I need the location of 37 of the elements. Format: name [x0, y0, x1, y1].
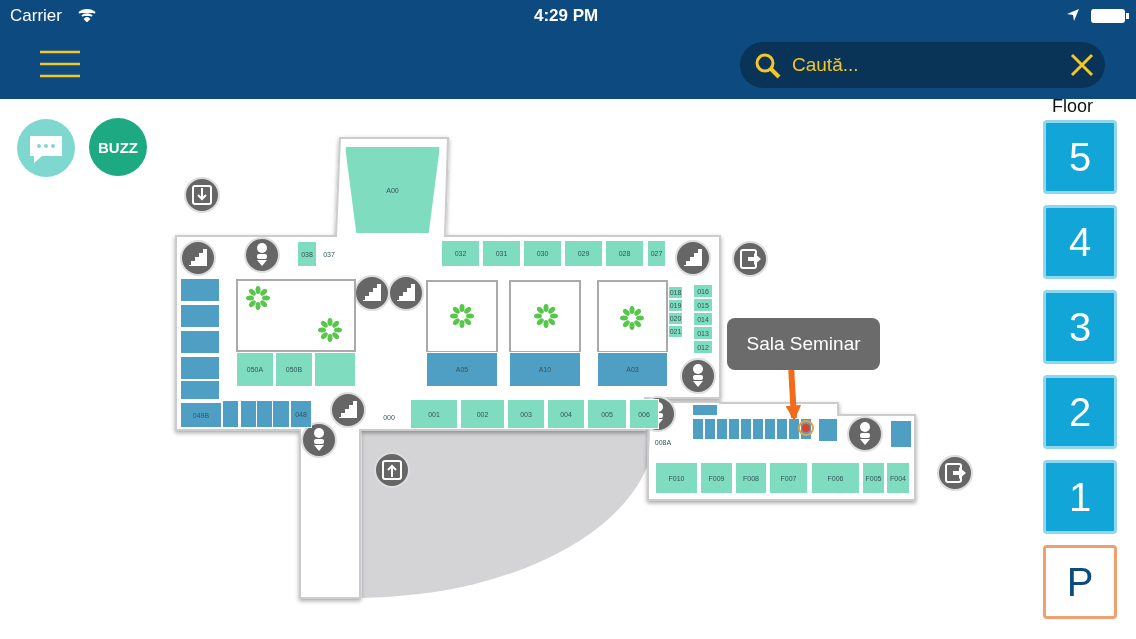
- shop-unit: [704, 418, 716, 440]
- planter-box: [597, 280, 668, 353]
- shop-unit: [728, 418, 740, 440]
- pointer-arrow: [785, 369, 802, 422]
- floor-button: P: [1043, 545, 1117, 619]
- floor-button: 2: [1043, 375, 1117, 449]
- shop-unit: [272, 400, 290, 428]
- shop-unit: [222, 400, 239, 428]
- floor-button: 4: [1043, 205, 1117, 279]
- planter-box: [426, 280, 498, 353]
- callout-bubble: Sala Seminar: [727, 318, 880, 370]
- floor-title: Floor: [1052, 96, 1093, 117]
- floor-button: 3: [1043, 290, 1117, 364]
- shop-unit: [314, 352, 356, 387]
- planter-box: [509, 280, 581, 353]
- shop-unit: [764, 418, 776, 440]
- shop-unit: [818, 418, 838, 442]
- floor-button: 1: [1043, 460, 1117, 534]
- clock-text: 4:29 PM: [534, 6, 599, 26]
- floor-button: 5: [1043, 120, 1117, 194]
- shop-unit: [180, 304, 220, 328]
- shop-unit: [776, 418, 788, 440]
- shop-unit: [692, 418, 704, 440]
- shop-unit: [890, 420, 912, 448]
- shop-unit: [740, 418, 752, 440]
- shop-unit: [180, 356, 220, 380]
- shop-unit: [788, 418, 800, 440]
- shop-unit: [180, 278, 220, 302]
- buzz-button: BUZZ: [89, 118, 147, 176]
- carrier-text: Carrier: [10, 6, 62, 26]
- shop-unit: [692, 404, 718, 416]
- search-field: Caută...: [740, 42, 1105, 88]
- shop-unit: [752, 418, 764, 440]
- planter-box: [236, 279, 356, 352]
- shop-unit: [180, 380, 220, 400]
- shop-unit: [716, 418, 728, 440]
- shop-unit: [180, 330, 220, 354]
